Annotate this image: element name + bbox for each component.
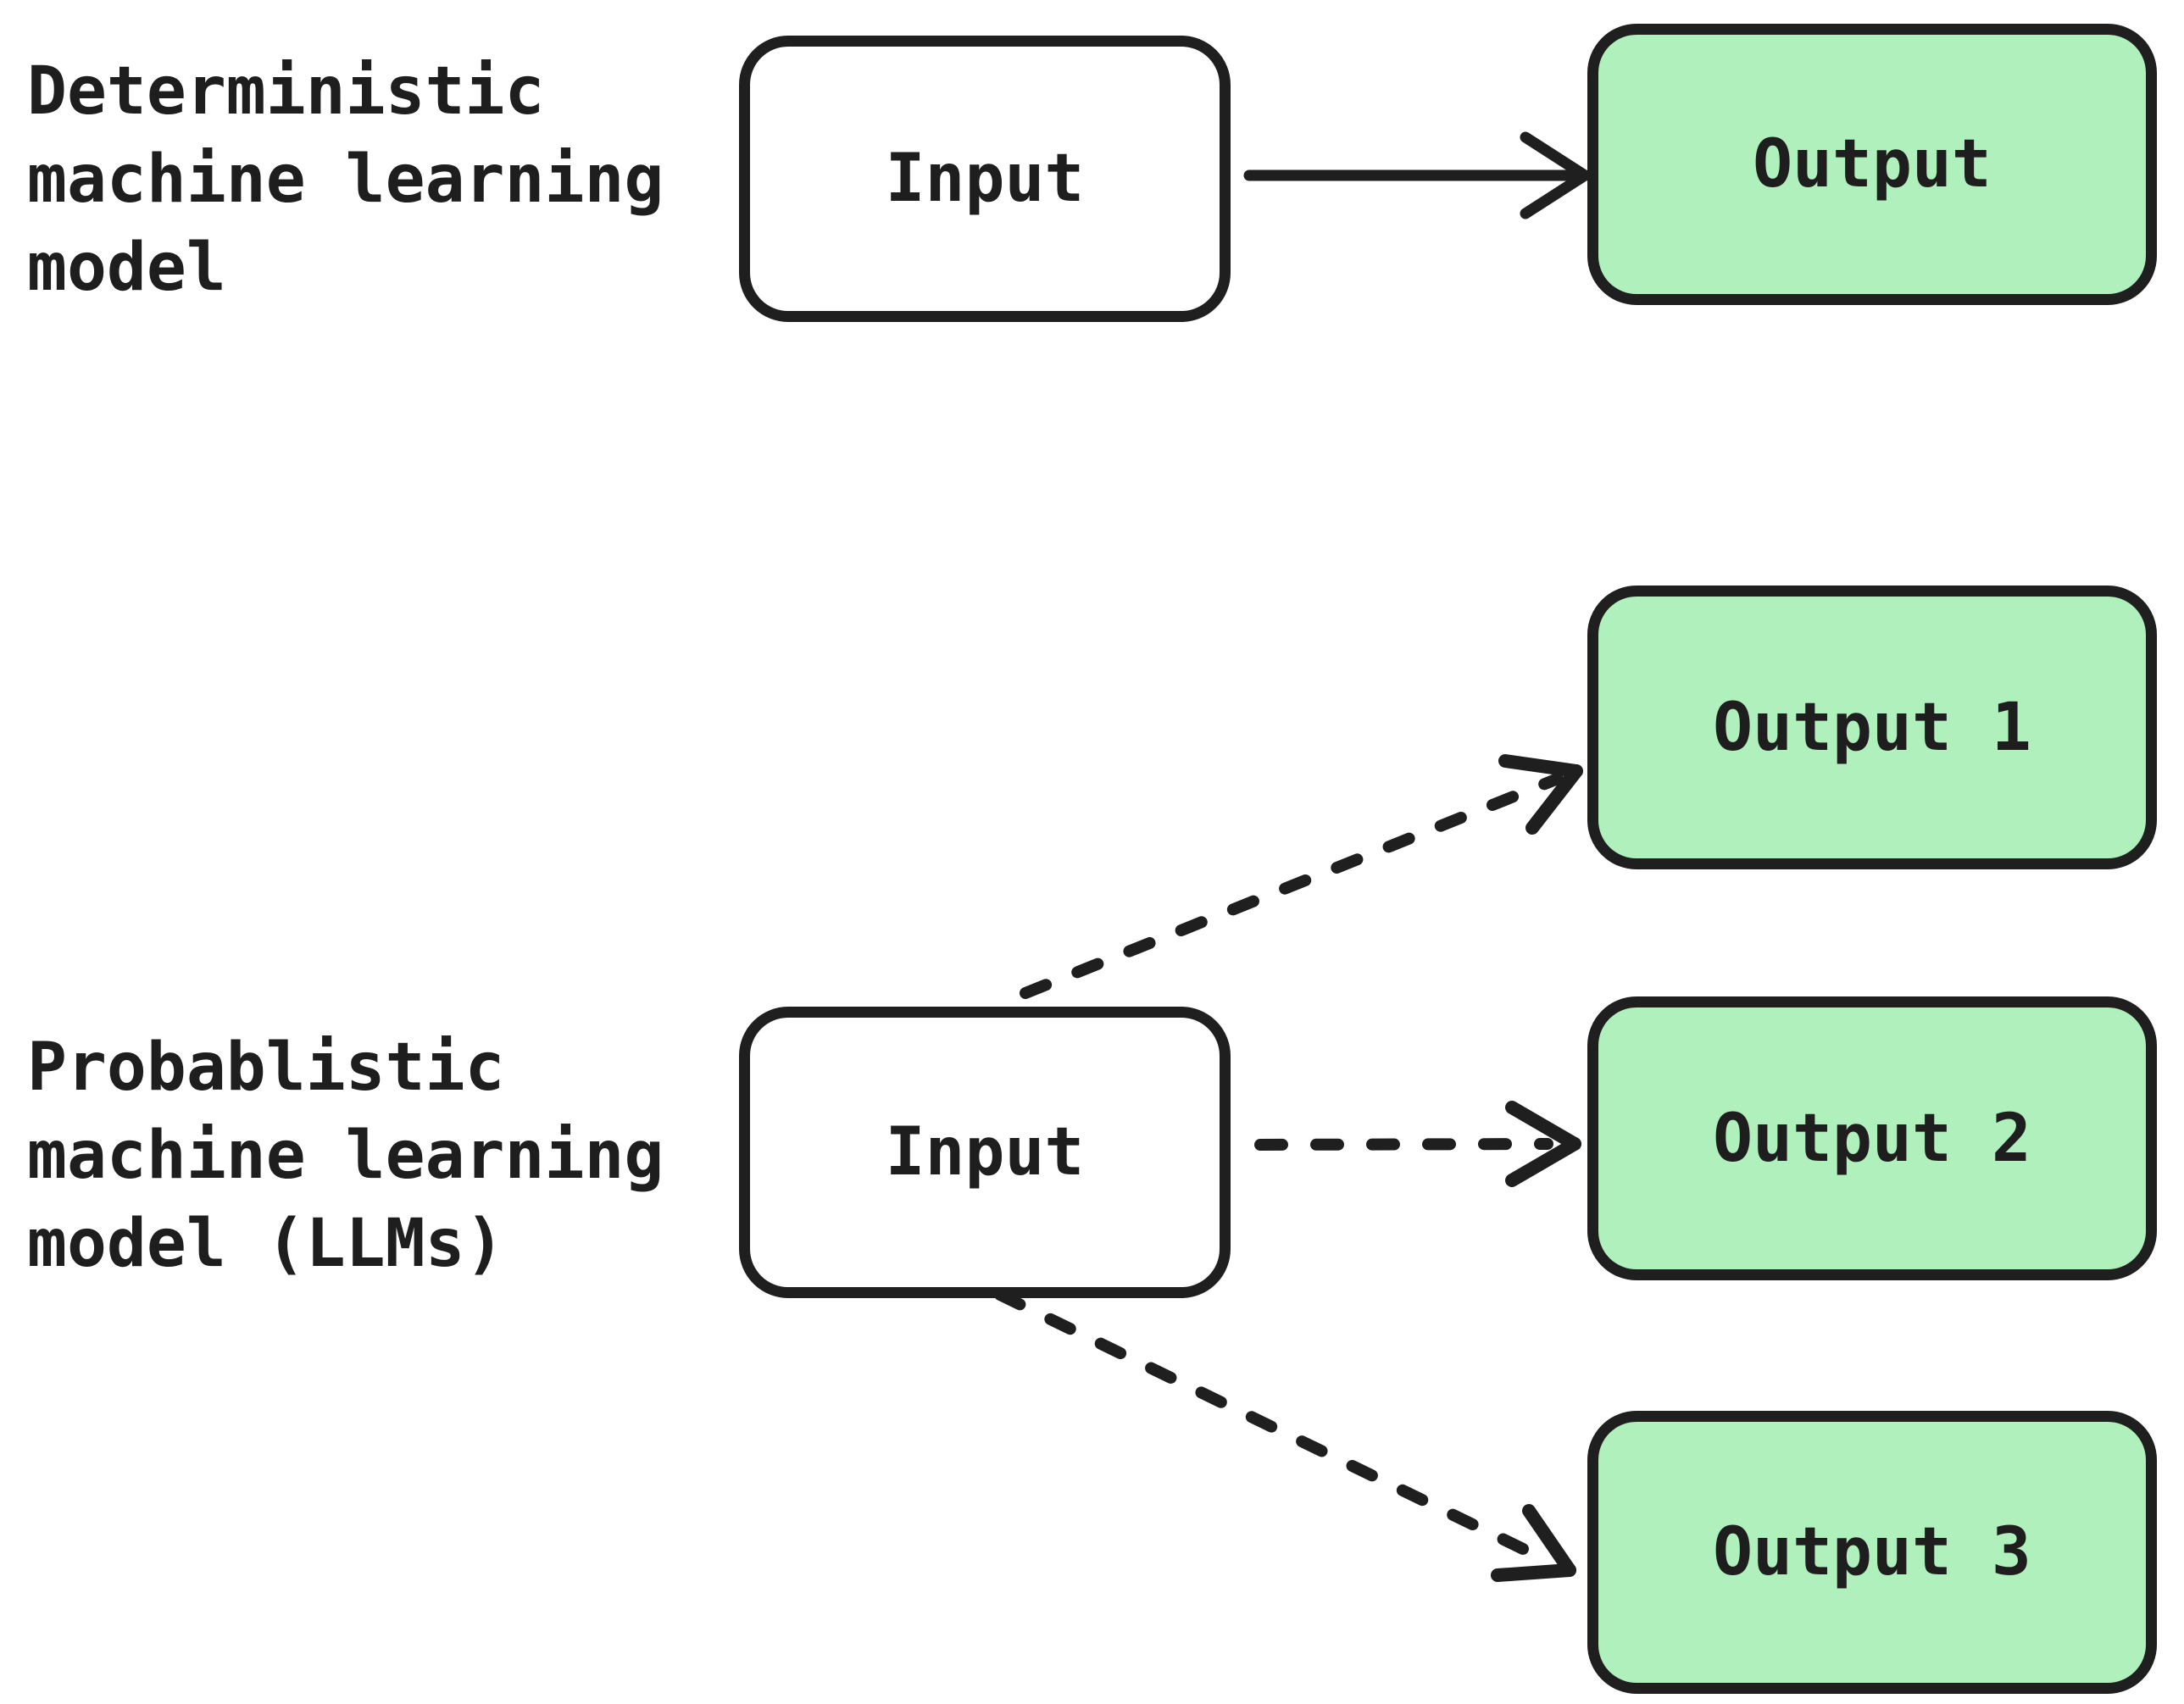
probablistic-output-2-label: Output 2 bbox=[1713, 1100, 2031, 1177]
probablistic-input-label: Input bbox=[885, 1114, 1085, 1191]
dashed-arrow-input-to-output-3 bbox=[994, 1289, 1576, 1582]
probablistic-output-3-label: Output 3 bbox=[1713, 1514, 2031, 1590]
deterministic-output-label: Output bbox=[1753, 126, 1992, 203]
solid-arrow-input-to-output bbox=[1243, 131, 1591, 219]
probablistic-output-box-3: Output 3 bbox=[1587, 1411, 2157, 1694]
probablistic-output-box-1: Output 1 bbox=[1587, 586, 2157, 869]
probablistic-output-1-label: Output 1 bbox=[1713, 689, 2031, 766]
probablistic-input-box: Input bbox=[739, 1007, 1231, 1298]
deterministic-input-label: Input bbox=[885, 141, 1085, 217]
deterministic-output-box: Output bbox=[1587, 24, 2157, 305]
deterministic-caption: Deterministic machine learning model bbox=[27, 53, 664, 306]
dashed-arrow-input-to-output-1 bbox=[1020, 754, 1583, 999]
dashed-arrow-input-to-output-2 bbox=[1254, 1101, 1581, 1187]
probablistic-output-box-2: Output 2 bbox=[1587, 996, 2157, 1280]
deterministic-input-box: Input bbox=[739, 36, 1231, 322]
probablistic-caption: Probablistic machine learning model (LLM… bbox=[27, 1030, 664, 1282]
